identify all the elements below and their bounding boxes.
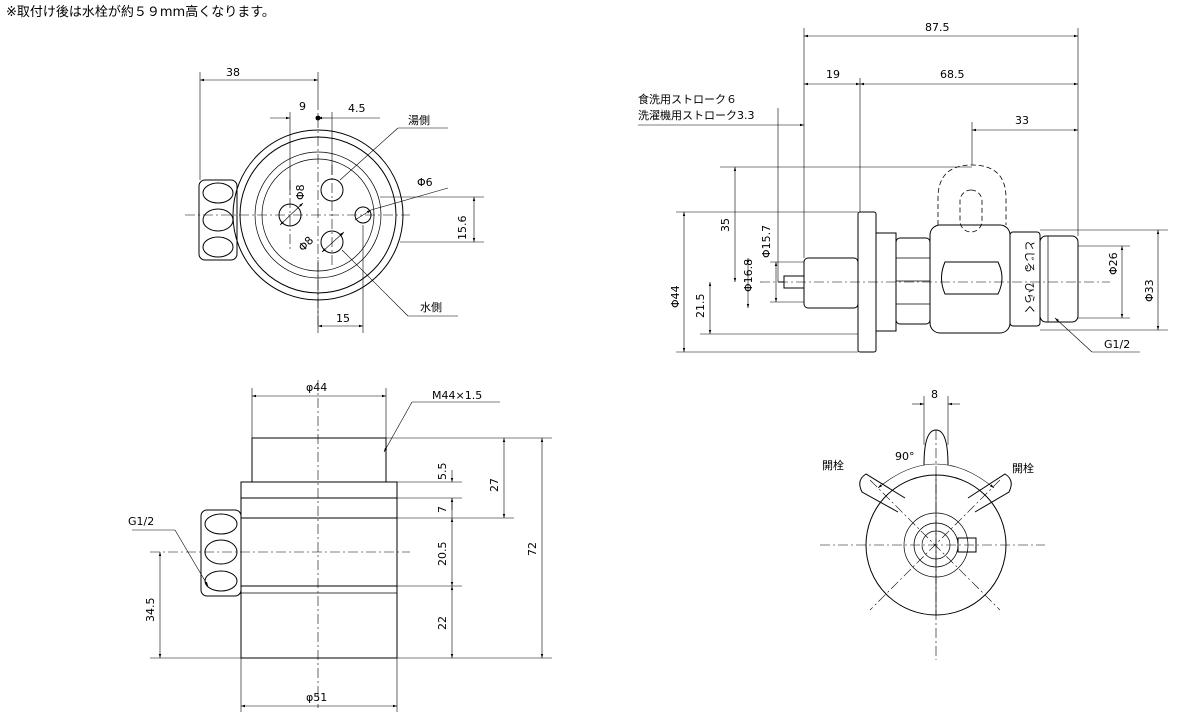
top-dim-4-5: 4.5 <box>348 102 366 115</box>
handle-angle-90: 90° <box>895 450 915 463</box>
side-outlet <box>1039 235 1079 323</box>
top-dim-38: 38 <box>226 66 240 79</box>
handle-dim-8: 8 <box>931 388 938 401</box>
side-view: とじる ひらく 87.5 19 68.5 33 食洗用ストローク６ 洗濯機用スト… <box>638 21 1168 353</box>
front-thread-m: M44×1.5 <box>432 389 482 402</box>
side-dim-35: 35 <box>719 218 732 232</box>
label-open: ひらく <box>1023 282 1036 315</box>
front-dia-44: φ44 <box>306 381 327 394</box>
label-open-right: 開栓 <box>1012 461 1034 475</box>
stroke-washer: 洗濯機用ストローク3.3 <box>638 108 755 122</box>
label-close: とじる <box>1023 240 1036 273</box>
handle-view: 8 90° 開栓 開栓 <box>820 388 1045 660</box>
front-dim-20-5: 20.5 <box>436 542 449 567</box>
side-dia-44: Φ44 <box>669 285 682 308</box>
top-dia-6: Φ6 <box>417 176 433 189</box>
side-dia-26: Φ26 <box>1107 252 1120 275</box>
side-dia-33: Φ33 <box>1143 279 1156 302</box>
front-view: φ44 M44×1.5 5.5 7 20.5 22 27 72 G1/2 <box>128 380 552 712</box>
front-dim-34-5: 34.5 <box>144 598 157 623</box>
front-hex-nut <box>200 509 242 597</box>
top-dim-15-6: 15.6 <box>456 216 469 241</box>
front-dim-27: 27 <box>488 478 501 492</box>
side-dim-33: 33 <box>1015 114 1029 127</box>
top-dim-15: 15 <box>336 312 350 325</box>
top-view: 38 9 4.5 湯側 Φ8 Φ8 Φ6 15.6 15 <box>185 66 484 333</box>
side-dim-21-5: 21.5 <box>694 294 707 319</box>
top-dim-9: 9 <box>299 100 306 113</box>
top-hex-nut <box>198 179 238 261</box>
front-dia-51: φ51 <box>306 691 327 704</box>
side-thread-g: G1/2 <box>1104 338 1130 351</box>
side-dia-16-8: Φ16.8 <box>742 259 755 292</box>
stroke-dishwasher: 食洗用ストローク６ <box>638 92 737 106</box>
side-dim-68-5: 68.5 <box>940 68 965 81</box>
label-hot-side: 湯側 <box>408 114 430 127</box>
handle-lever-left <box>859 473 906 513</box>
front-base-section <box>240 585 398 659</box>
side-stem <box>803 257 859 309</box>
installation-note: ※取付け後は水栓が約５９mm高くなります。 <box>6 4 275 20</box>
label-cold-side: 水側 <box>420 301 442 314</box>
front-thread-g: G1/2 <box>128 515 154 528</box>
front-thread-section <box>251 437 387 483</box>
label-open-left: 開栓 <box>822 458 844 472</box>
front-dim-7: 7 <box>436 506 449 513</box>
top-dia-8-b: Φ8 <box>296 234 316 254</box>
side-dia-15-7: Φ15.7 <box>760 225 773 258</box>
front-dim-5-5: 5.5 <box>436 463 449 481</box>
side-dim-87-5: 87.5 <box>925 21 950 34</box>
front-dim-72: 72 <box>526 542 539 556</box>
side-dim-19: 19 <box>826 68 840 81</box>
handle-lever-right <box>967 473 1012 513</box>
top-dia-8-a: Φ8 <box>294 184 307 200</box>
front-dim-22: 22 <box>436 616 449 630</box>
